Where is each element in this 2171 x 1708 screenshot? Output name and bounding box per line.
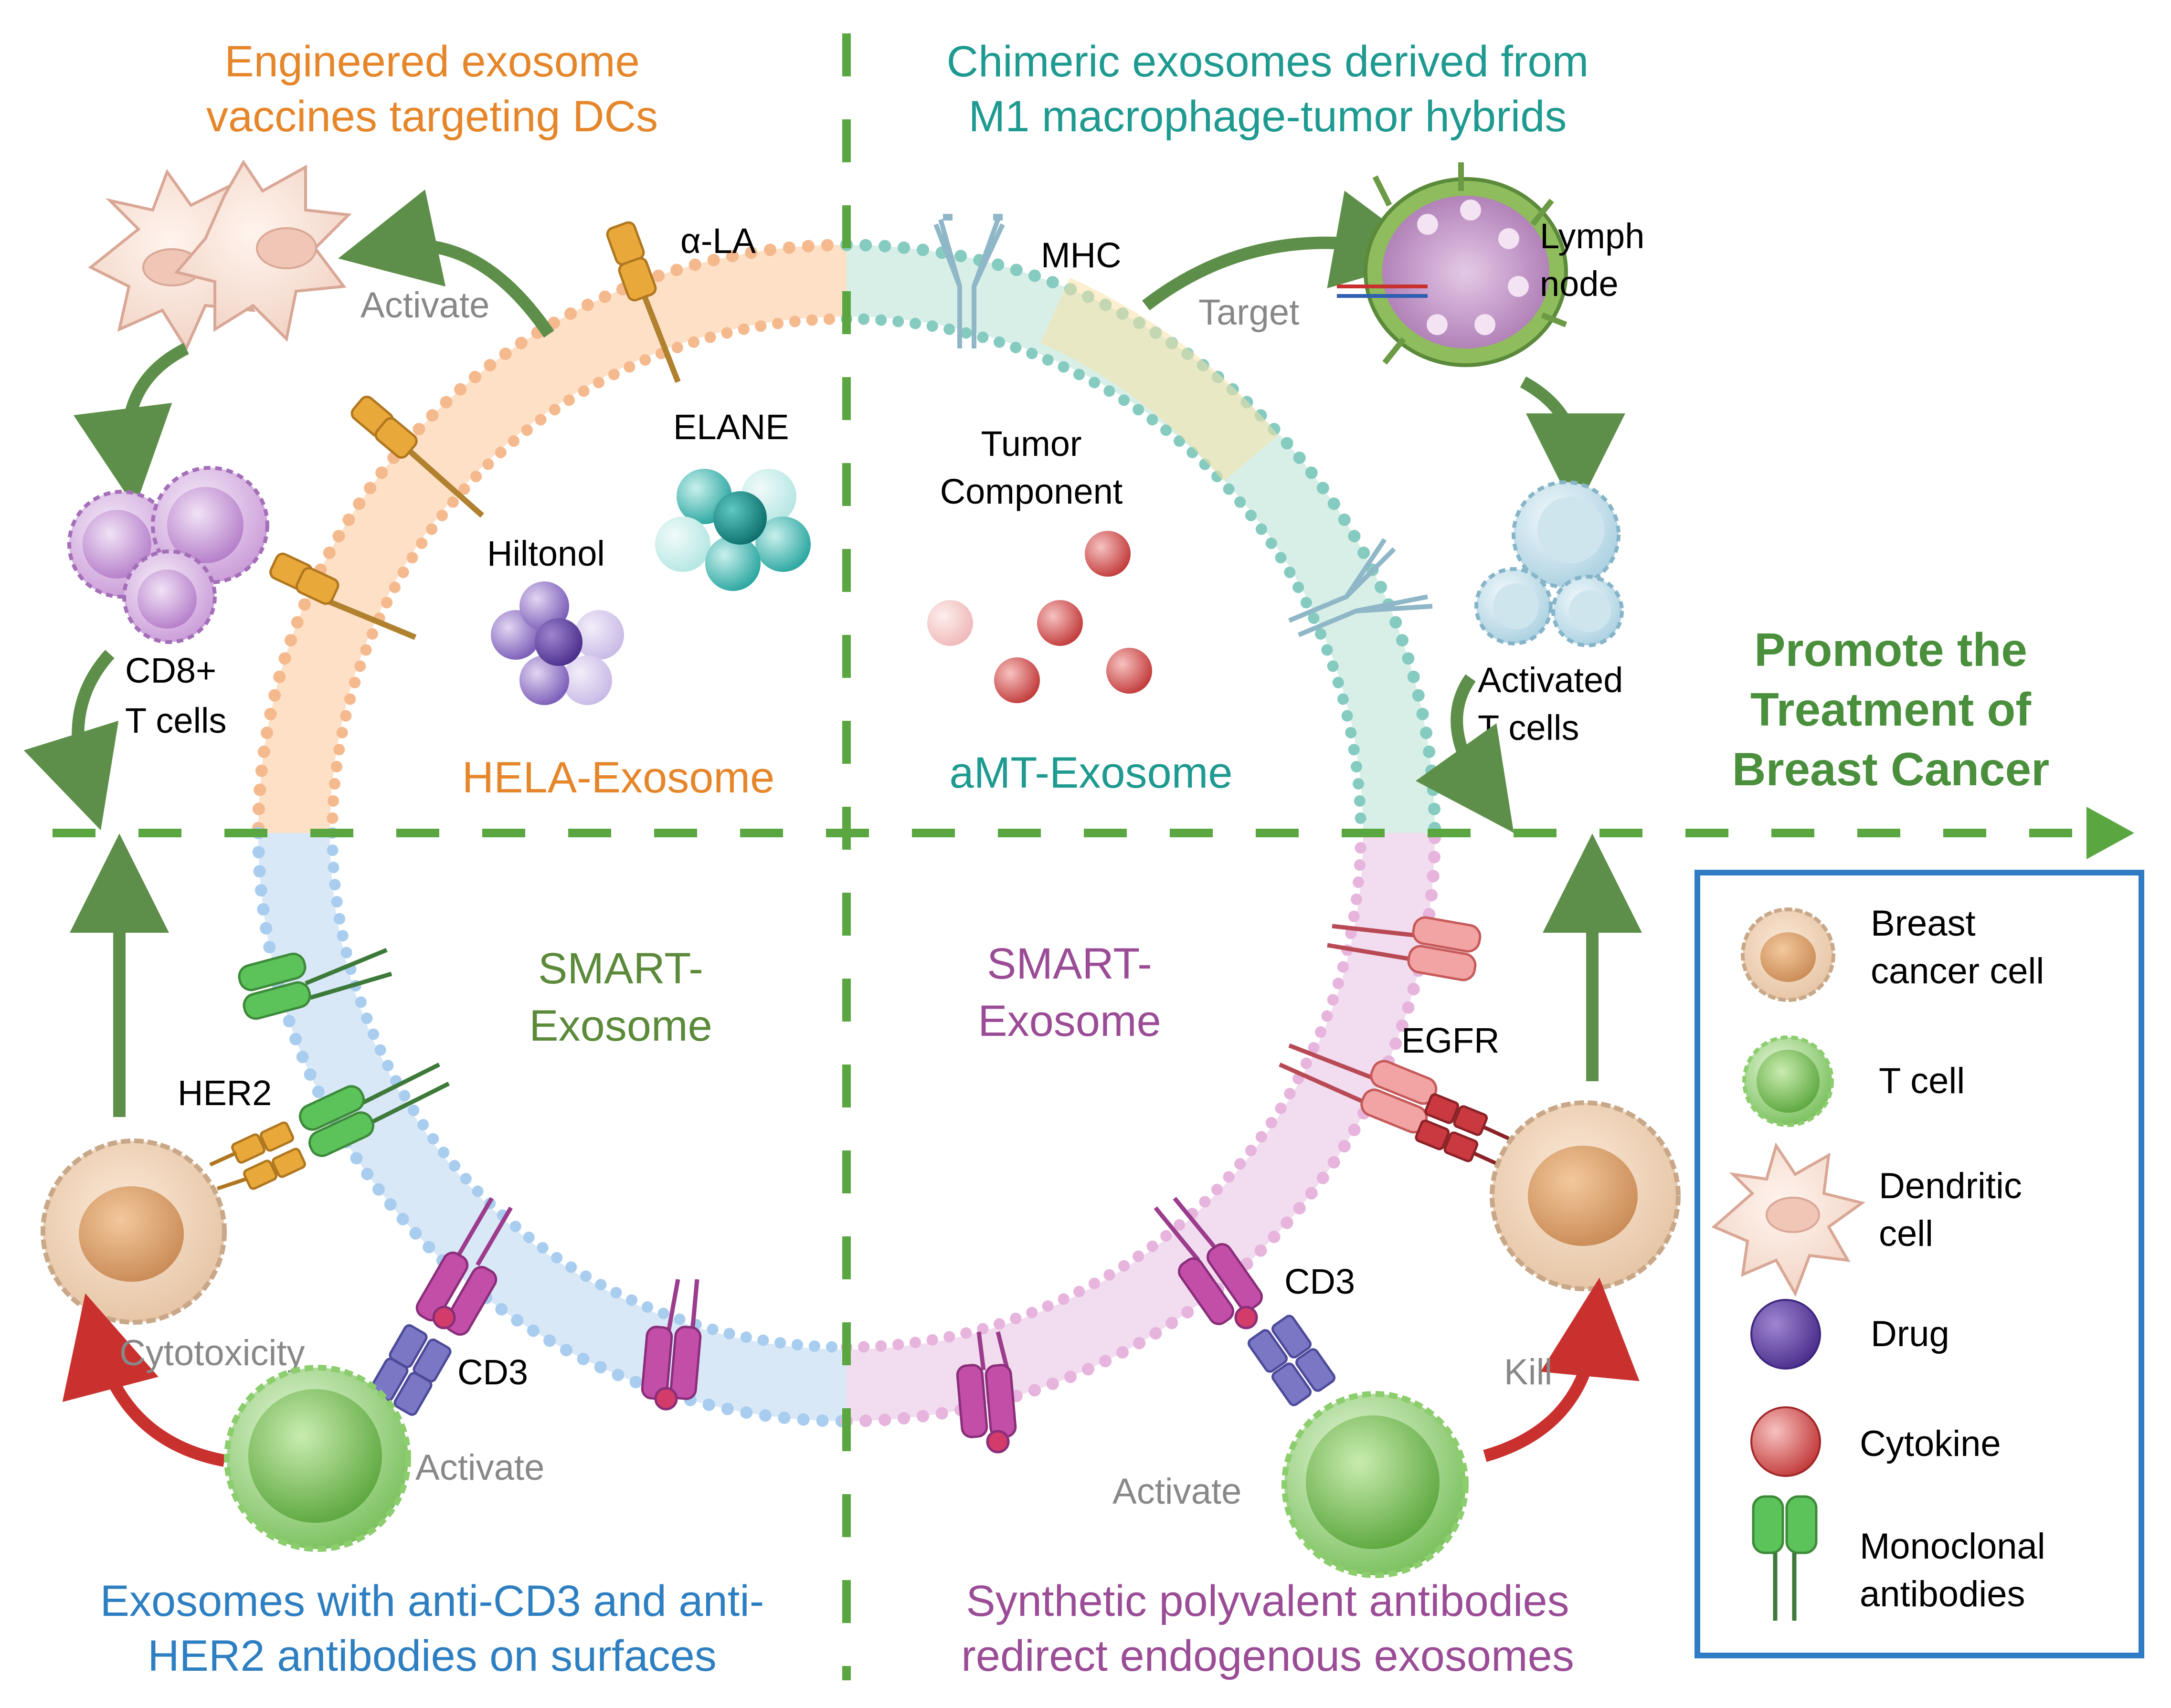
activate-label-br: Activate	[1112, 1471, 1241, 1512]
activated-label-line2: T cells	[1478, 708, 1579, 748]
lymph-label-line2: node	[1540, 264, 1619, 304]
alpha-la-receptor-icon	[606, 221, 681, 383]
cd8-label-line1: CD8+	[125, 651, 216, 690]
legend-item-0-line2: cancer cell	[1871, 951, 2044, 991]
cytotoxicity-label: Cytotoxicity	[119, 1333, 305, 1373]
hiltonol-label: Hiltonol	[487, 534, 605, 573]
activate-label-bl: Activate	[415, 1447, 544, 1488]
promote-line1: Promote the	[1754, 623, 2027, 676]
alpha-la-label: α-LA	[680, 221, 756, 261]
smart-exosome-green-line1: SMART-	[538, 944, 703, 993]
alpha-la-receptor-icon	[350, 395, 484, 518]
cd8-t-cells-icon	[67, 466, 269, 644]
hela-exosome-label: HELA-Exosome	[462, 753, 774, 802]
br-title-line2: redirect endogenous exosomes	[961, 1632, 1574, 1680]
promote-text: Promote the Treatment of Breast Cancer	[1732, 623, 2050, 795]
kill-arrow-icon	[1483, 1277, 1640, 1462]
free-cd3-antibody-icon	[956, 1331, 1017, 1454]
cytotoxicity-arrow-icon	[62, 1293, 226, 1467]
tl-title-line2: vaccines targeting DCs	[206, 92, 658, 141]
legend-item-5-line2: antibodies	[1860, 1574, 2025, 1614]
lymph-label-line1: Lymph	[1540, 216, 1644, 256]
quadrant-titles: Engineered exosome vaccines targeting DC…	[100, 37, 1589, 1680]
smart-exosome-purple-line1: SMART-	[987, 939, 1152, 988]
bl-title-line2: HER2 antibodies on surfaces	[148, 1632, 717, 1680]
lymph-to-t-arrow-icon	[1520, 376, 1625, 513]
activate-arrow-icon	[338, 189, 554, 338]
tl-title-line1: Engineered exosome	[224, 37, 639, 86]
egfr-label: EGFR	[1401, 1021, 1500, 1060]
exosome-labels: HELA-Exosome aMT-Exosome SMART- Exosome …	[462, 749, 1233, 1050]
legend-item-0-line1: Breast	[1871, 903, 1976, 944]
tumor-component-cytokines-icon	[927, 531, 1152, 703]
cd8-label-line2: T cells	[125, 701, 226, 740]
tumor-label-line1: Tumor	[981, 424, 1081, 464]
t-cell-icon	[224, 1365, 411, 1552]
legend-item-2-line1: Dendritic	[1879, 1166, 2022, 1206]
anti-her2-antibody-icon	[298, 1062, 450, 1157]
legend-item-4-line1: Cytokine	[1860, 1423, 2001, 1464]
t-cell-icon	[1281, 1391, 1469, 1578]
anti-cd3-antibody-icon	[370, 1197, 513, 1416]
free-cd3-antibody-icon	[641, 1279, 702, 1411]
promote-line2: Treatment of	[1750, 683, 2031, 736]
cd3-label-left: CD3	[457, 1352, 528, 1392]
her2-receptor-icon	[209, 1121, 306, 1191]
dendritic-cell-icon	[88, 159, 352, 352]
dendritic-cell-icon	[1711, 1142, 1866, 1297]
lymph-node-icon	[1337, 162, 1568, 367]
activated-label-line1: Activated	[1478, 660, 1623, 700]
activated-t-cells-icon	[1474, 480, 1624, 647]
kill-label: Kill	[1504, 1352, 1552, 1392]
alpha-la-receptor-icon	[269, 552, 417, 640]
drug-icon	[1750, 1299, 1821, 1370]
elane-label: ELANE	[673, 407, 789, 447]
quadrant-dividers	[53, 33, 2134, 1680]
tr-title-line1: Chimeric exosomes derived from	[947, 37, 1589, 86]
legend-item-3-line1: Drug	[1871, 1314, 1949, 1354]
target-arrow-icon	[1142, 190, 1434, 311]
mhc-label: MHC	[1041, 235, 1122, 275]
anti-her2-antibody-icon	[238, 948, 392, 1020]
promote-arrowhead	[2086, 807, 2134, 859]
legend-item-2-line2: cell	[1879, 1213, 1933, 1254]
breast-cancer-cell-icon	[1741, 907, 1835, 1002]
breast-cancer-cell-icon	[41, 1139, 227, 1325]
legend-item-5-line1: Monoclonal	[1860, 1526, 2045, 1567]
target-label: Target	[1198, 292, 1299, 333]
breast-cancer-cell-icon	[1490, 1100, 1681, 1291]
her2-label: HER2	[178, 1073, 272, 1113]
tr-title-line2: M1 macrophage-tumor hybrids	[969, 92, 1567, 141]
dc-to-cd8-arrow-icon	[73, 343, 189, 508]
anti-egfr-antibody-icon	[1327, 916, 1482, 981]
legend: Breast cancer cell T cell Dendritic cell…	[1694, 870, 2144, 1658]
hiltonol-particles-icon	[491, 581, 624, 705]
monoclonal-antibody-icon	[1752, 1495, 1818, 1621]
smart-exosome-purple-line2: Exosome	[978, 997, 1161, 1045]
legend-item-1-line1: T cell	[1879, 1061, 1965, 1101]
cd3-label-right: CD3	[1284, 1262, 1355, 1301]
cytokine-icon	[1750, 1406, 1821, 1477]
egfr-receptor-icon	[1415, 1093, 1510, 1167]
mhc-antibody-icon	[1288, 538, 1433, 637]
promote-line3: Breast Cancer	[1732, 743, 2050, 795]
mhc-antibody-icon	[933, 214, 1005, 348]
activated-down-arrow-icon	[1415, 674, 1514, 833]
br-title-line1: Synthetic polyvalent antibodies	[966, 1577, 1569, 1625]
activate-label-dc: Activate	[360, 285, 489, 326]
anti-cd3-antibody-icon	[1154, 1197, 1335, 1406]
smart-exosome-green-line2: Exosome	[529, 1002, 712, 1050]
t-cell-icon	[1742, 1035, 1834, 1127]
elane-particles-icon	[655, 469, 811, 591]
tumor-label-line2: Component	[940, 472, 1123, 511]
cd8-down-arrow-icon	[23, 650, 119, 831]
amt-exosome-label: aMT-Exosome	[949, 749, 1232, 797]
bl-title-line1: Exosomes with anti-CD3 and anti-	[100, 1577, 764, 1625]
